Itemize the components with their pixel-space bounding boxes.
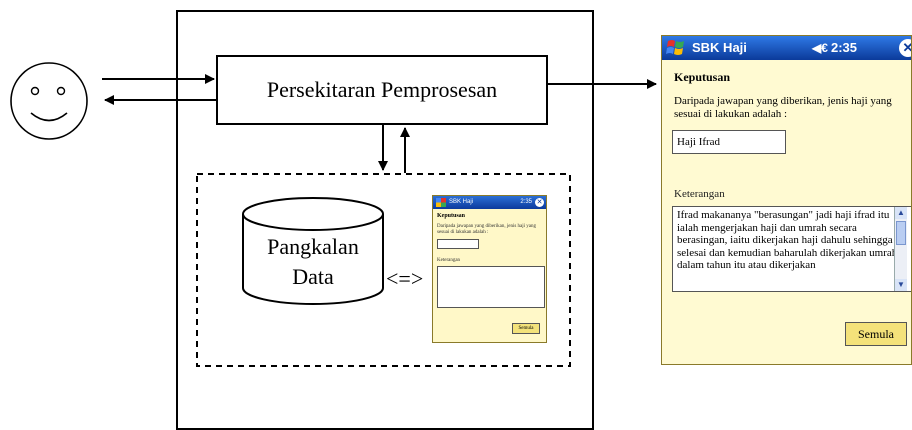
processing-label: Persekitaran Pemprosesan bbox=[266, 77, 498, 102]
database-cylinder-top bbox=[242, 197, 384, 231]
data-store-boundary bbox=[196, 173, 571, 367]
mini-reset-button: Semula bbox=[512, 323, 540, 334]
result-heading: Keputusan bbox=[674, 70, 731, 84]
database-label-line2: Data bbox=[292, 264, 334, 289]
connector-lines bbox=[102, 74, 657, 367]
reset-button[interactable]: Semula bbox=[845, 322, 907, 346]
notes-scrollbar[interactable]: ▲ ▼ bbox=[894, 207, 907, 291]
mini-time: 2:35 bbox=[520, 199, 532, 205]
mini-title-bar: SBK Haji 2:35 ✕ bbox=[433, 196, 546, 209]
mini-notes-label: Keterangan bbox=[437, 258, 461, 263]
mini-question: Daripada jawapan yang diberikan, jenis h… bbox=[437, 224, 536, 235]
scroll-thumb[interactable] bbox=[896, 221, 906, 245]
title-bar: SBK Haji ◀€ 2:35 ✕ bbox=[662, 36, 911, 60]
mini-close-icon: ✕ bbox=[535, 198, 544, 207]
database-label-line1: Pangkalan bbox=[267, 234, 359, 259]
mini-heading: Keputusan bbox=[437, 213, 466, 219]
result-question: Daripada jawapan yang diberikan, jenis h… bbox=[674, 95, 892, 120]
answer-field[interactable]: Haji Ifrad bbox=[672, 130, 786, 154]
scroll-down-icon[interactable]: ▼ bbox=[895, 279, 907, 291]
speaker-icon[interactable]: ◀€ bbox=[812, 41, 828, 55]
windows-flag-icon bbox=[436, 198, 446, 207]
pocket-pc-screen: SBK Haji ◀€ 2:35 ✕ Keputusan Daripada ja… bbox=[661, 35, 912, 365]
mini-notes-area bbox=[437, 266, 545, 308]
mini-app-title: SBK Haji bbox=[449, 199, 474, 205]
user-smiley-icon bbox=[10, 62, 88, 140]
app-title: SBK Haji bbox=[692, 40, 747, 55]
mini-screen-thumbnail: SBK Haji 2:35 ✕ Keputusan Daripada jawap… bbox=[432, 195, 547, 343]
mini-answer-field bbox=[437, 239, 479, 249]
scroll-up-icon[interactable]: ▲ bbox=[895, 207, 907, 219]
processing-environment-box: Persekitaran Pemprosesan bbox=[216, 55, 548, 125]
windows-start-icon[interactable] bbox=[666, 39, 686, 57]
bidirectional-arrow: <=> bbox=[386, 266, 424, 291]
database-label: Pangkalan Data bbox=[243, 232, 383, 292]
close-icon[interactable]: ✕ bbox=[899, 39, 911, 57]
notes-label: Keterangan bbox=[674, 188, 725, 200]
notes-textarea[interactable]: Ifrad makananya "berasungan" jadi haji i… bbox=[672, 206, 911, 292]
database-cylinder bbox=[242, 214, 384, 305]
clock-time[interactable]: 2:35 bbox=[831, 40, 858, 55]
